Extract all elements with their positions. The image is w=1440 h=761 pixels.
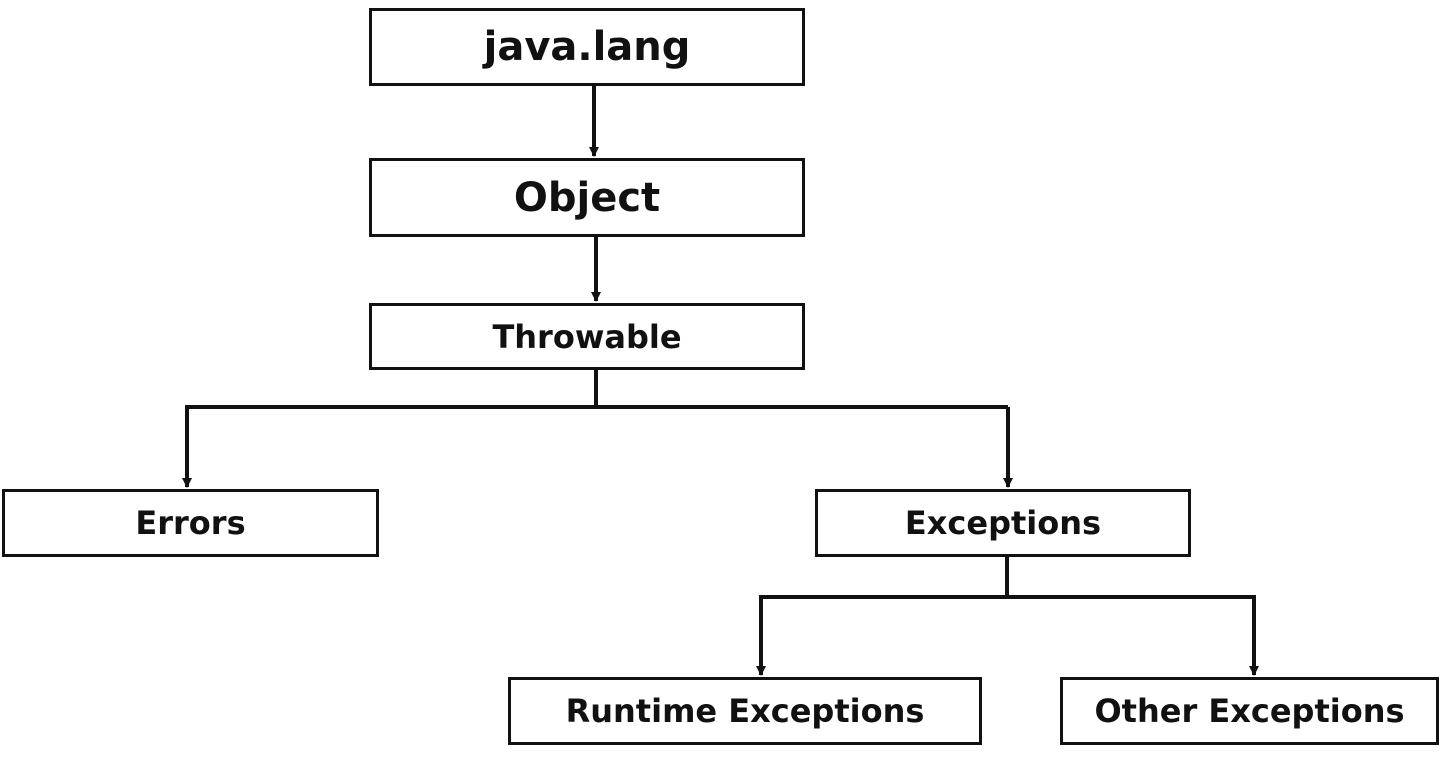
node-other-exceptions-label: Other Exceptions (1094, 692, 1405, 730)
node-object: Object (369, 158, 805, 237)
node-runtime-exceptions-label: Runtime Exceptions (565, 692, 925, 730)
node-exceptions-label: Exceptions (904, 504, 1102, 542)
node-runtime-exceptions: Runtime Exceptions (508, 677, 982, 745)
node-throwable-label: Throwable (492, 317, 682, 356)
node-throwable: Throwable (369, 303, 805, 370)
node-java-lang: java.lang (369, 8, 805, 86)
node-object-label: Object (513, 174, 661, 221)
node-exceptions: Exceptions (815, 489, 1191, 557)
node-errors-label: Errors (135, 504, 246, 542)
node-errors: Errors (2, 489, 379, 557)
node-other-exceptions: Other Exceptions (1060, 677, 1439, 745)
node-java-lang-label: java.lang (483, 24, 691, 70)
